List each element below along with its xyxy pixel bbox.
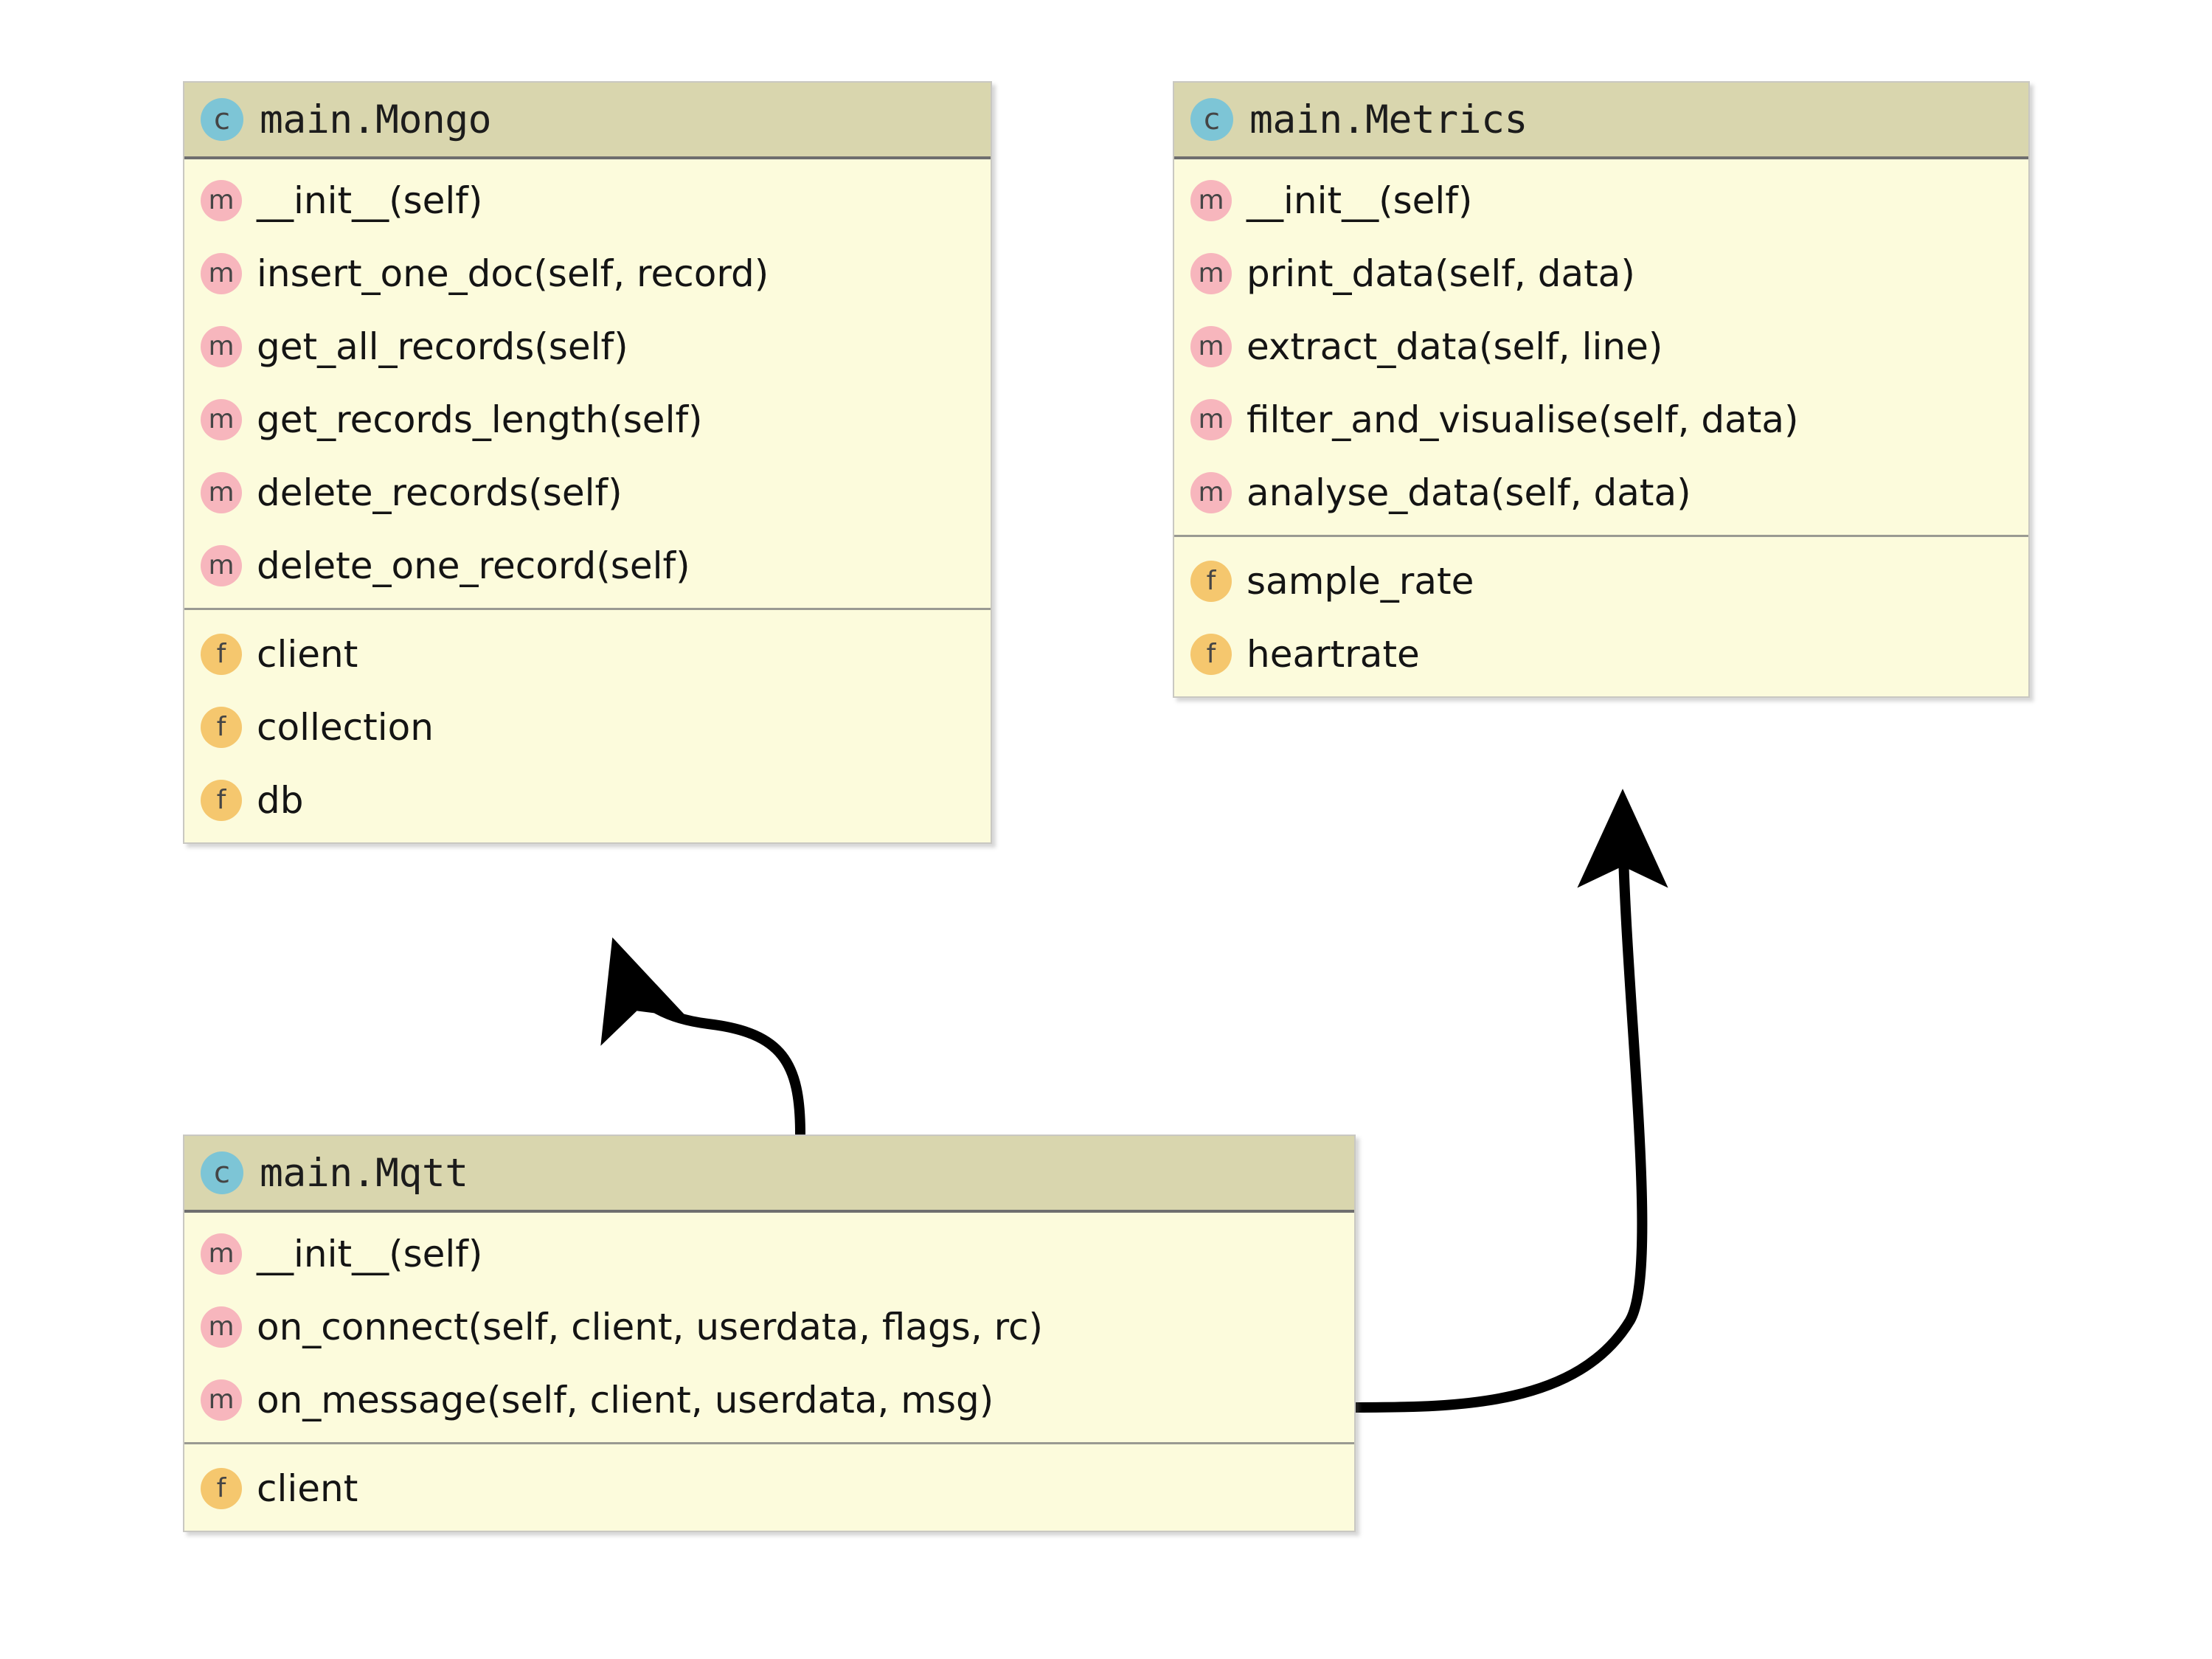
method-label: __init__(self) [1247,179,1473,222]
field-row[interactable]: f collection [184,690,991,763]
method-icon: m [1190,398,1232,440]
method-label: on_connect(self, client, userdata, flags… [257,1305,1044,1348]
method-row[interactable]: m __init__(self) [184,164,991,237]
fields-section-metrics: f sample_rate f heartrate [1174,535,2028,696]
method-icon: m [201,544,242,586]
class-icon: c [201,1151,243,1194]
class-name-mqtt: main.Mqtt [260,1150,468,1196]
method-label: __init__(self) [257,1232,483,1275]
methods-section-mongo: m __init__(self) m insert_one_doc(self, … [184,159,991,608]
method-icon: m [201,179,242,221]
class-header-mqtt: c main.Mqtt [184,1136,1354,1213]
class-box-mqtt[interactable]: c main.Mqtt m __init__(self) m on_connec… [183,1135,1356,1532]
relationship-mqtt-to-metrics [1351,789,1668,1413]
method-icon: m [1190,325,1232,367]
method-icon: m [201,252,242,294]
field-icon: f [1190,560,1232,602]
method-icon: m [201,325,242,367]
method-row[interactable]: m delete_records(self) [184,456,991,529]
class-box-metrics[interactable]: c main.Metrics m __init__(self) m print_… [1173,81,2030,698]
field-label: collection [257,705,434,749]
method-row[interactable]: m on_connect(self, client, userdata, fla… [184,1290,1354,1363]
method-label: insert_one_doc(self, record) [257,252,769,295]
field-icon: f [201,633,242,675]
field-icon: f [201,779,242,821]
method-row[interactable]: m filter_and_visualise(self, data) [1174,383,2028,456]
field-label: sample_rate [1247,559,1474,603]
class-name-mongo: main.Mongo [260,97,492,142]
method-icon: m [1190,252,1232,294]
field-label: heartrate [1247,632,1420,676]
method-label: delete_one_record(self) [257,544,690,587]
field-icon: f [1190,633,1232,675]
method-label: get_all_records(self) [257,325,628,368]
method-row[interactable]: m get_all_records(self) [184,310,991,383]
method-label: extract_data(self, line) [1247,325,1663,368]
method-icon: m [201,398,242,440]
methods-section-mqtt: m __init__(self) m on_connect(self, clie… [184,1213,1354,1442]
field-label: client [257,1466,358,1510]
method-row[interactable]: m analyse_data(self, data) [1174,456,2028,529]
field-label: client [257,632,358,676]
class-header-metrics: c main.Metrics [1174,83,2028,159]
method-row[interactable]: m print_data(self, data) [1174,237,2028,310]
field-row[interactable]: f client [184,1452,1354,1525]
method-icon: m [201,1306,242,1348]
method-icon: m [201,1233,242,1275]
field-label: db [257,778,304,822]
field-icon: f [201,1467,242,1509]
method-row[interactable]: m extract_data(self, line) [1174,310,2028,383]
class-box-mongo[interactable]: c main.Mongo m __init__(self) m insert_o… [183,81,992,844]
method-icon: m [201,1379,242,1421]
field-row[interactable]: f client [184,617,991,690]
relationship-mqtt-to-mongo [600,937,805,1139]
method-label: __init__(self) [257,179,483,222]
field-row[interactable]: f db [184,763,991,837]
method-icon: m [201,471,242,513]
class-icon: c [1190,98,1233,141]
method-label: delete_records(self) [257,471,623,514]
method-label: filter_and_visualise(self, data) [1247,398,1799,441]
method-label: on_message(self, client, userdata, msg) [257,1378,994,1421]
field-row[interactable]: f sample_rate [1174,544,2028,617]
fields-section-mongo: f client f collection f db [184,608,991,842]
method-row[interactable]: m on_message(self, client, userdata, msg… [184,1363,1354,1436]
method-row[interactable]: m delete_one_record(self) [184,529,991,602]
fields-section-mqtt: f client [184,1442,1354,1531]
class-header-mongo: c main.Mongo [184,83,991,159]
method-row[interactable]: m get_records_length(self) [184,383,991,456]
class-name-metrics: main.Metrics [1249,97,1528,142]
method-icon: m [1190,179,1232,221]
class-icon: c [201,98,243,141]
methods-section-metrics: m __init__(self) m print_data(self, data… [1174,159,2028,535]
method-label: get_records_length(self) [257,398,703,441]
method-row[interactable]: m __init__(self) [1174,164,2028,237]
method-label: print_data(self, data) [1247,252,1635,295]
field-row[interactable]: f heartrate [1174,617,2028,690]
method-label: analyse_data(self, data) [1247,471,1691,514]
field-icon: f [201,706,242,748]
method-row[interactable]: m insert_one_doc(self, record) [184,237,991,310]
method-row[interactable]: m __init__(self) [184,1217,1354,1290]
method-icon: m [1190,471,1232,513]
